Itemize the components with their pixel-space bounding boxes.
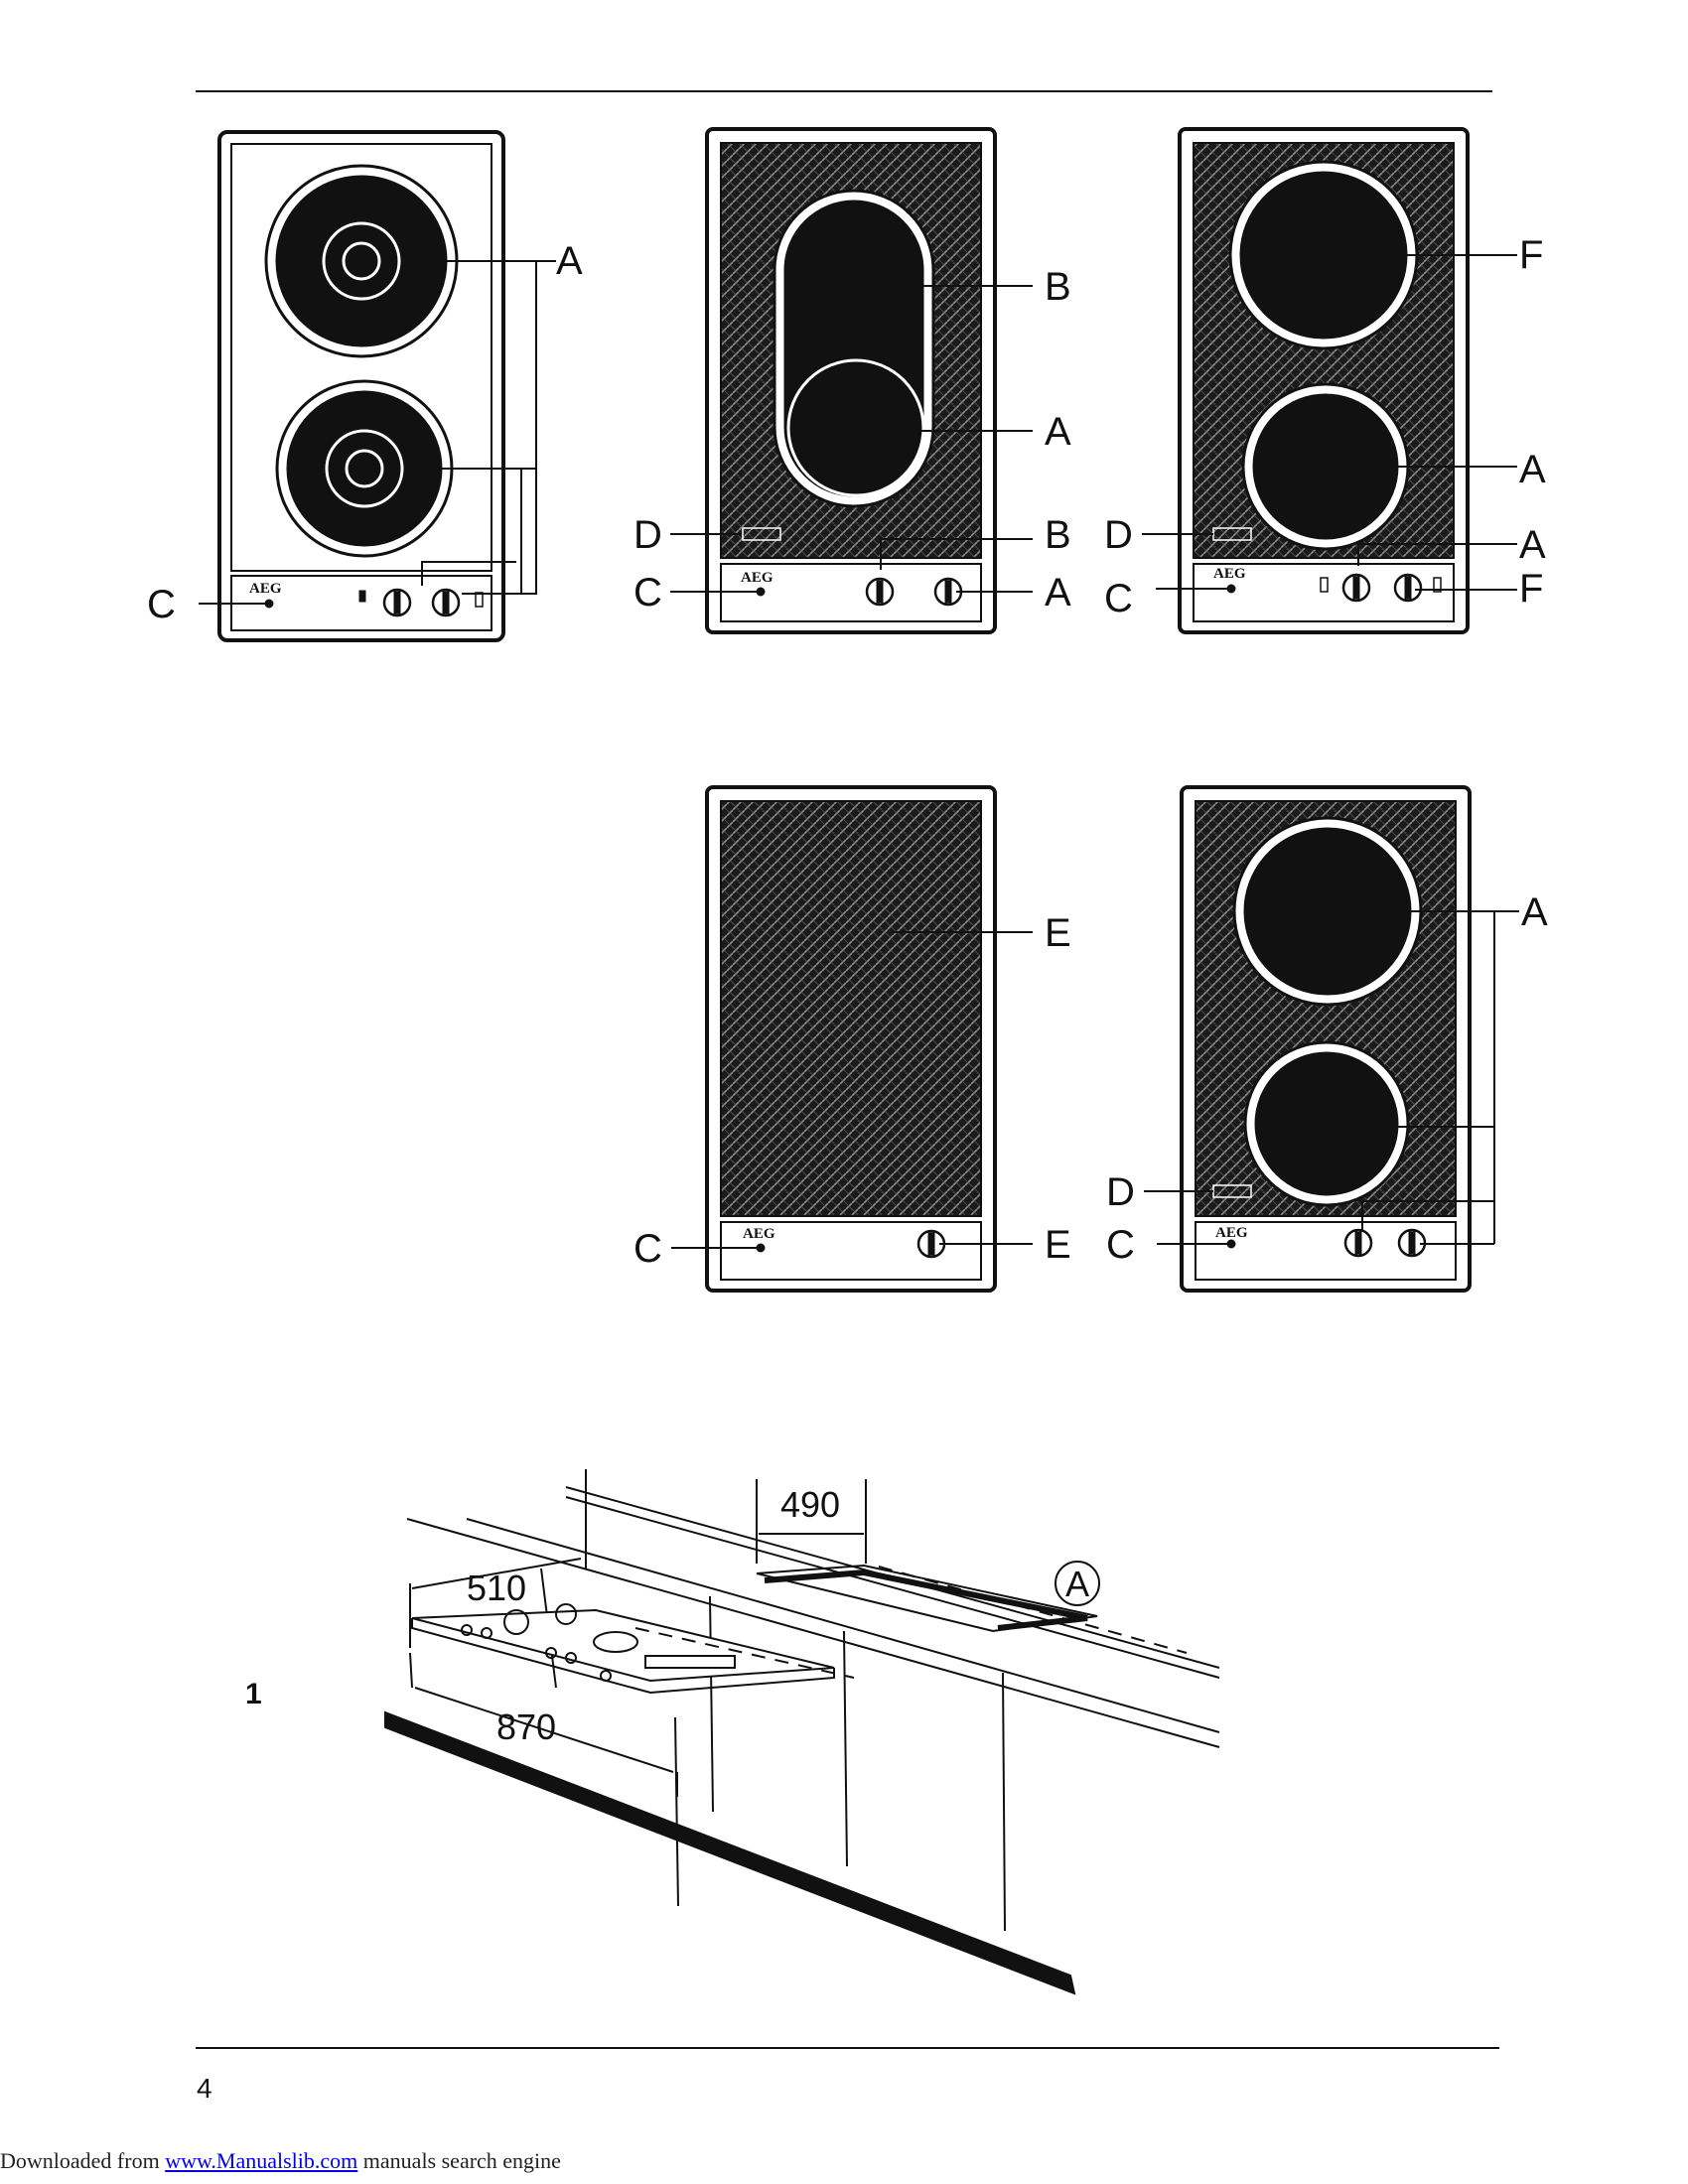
label-D: D [1104, 513, 1133, 557]
manualslib-link[interactable]: www.Manualslib.com [165, 2148, 358, 2173]
label-A: A [1045, 571, 1071, 614]
dimension-510: 510 [467, 1568, 526, 1608]
label-C: C [633, 1227, 662, 1271]
dimension-490: 490 [780, 1484, 840, 1525]
label-B: B [1045, 265, 1071, 309]
label-E: E [1045, 911, 1071, 955]
label-D: D [633, 513, 662, 557]
hob-extended-zone [670, 127, 1033, 634]
label-E: E [1045, 1223, 1071, 1267]
label-A: A [556, 239, 583, 283]
footer: Downloaded from www.Manualslib.com manua… [0, 2148, 561, 2174]
hob-solid-plates [199, 130, 556, 642]
label-F: F [1519, 567, 1543, 611]
label-A: A [1521, 890, 1548, 934]
hob-plain-surface [671, 785, 1033, 1293]
hob-ceramic-two-zones [1142, 127, 1517, 634]
page-number: 4 [197, 2073, 212, 2104]
dimension-870: 870 [496, 1706, 556, 1747]
label-C: C [1104, 577, 1133, 620]
installation-diagram [384, 1469, 1220, 1995]
label-A: A [1519, 523, 1546, 567]
label-C: C [147, 583, 176, 626]
brand-logo: AEG [249, 581, 282, 597]
label-B: B [1045, 513, 1071, 557]
label-A: A [1519, 448, 1546, 491]
label-D: D [1106, 1170, 1135, 1214]
label-F: F [1519, 233, 1543, 277]
footer-suffix: manuals search engine [357, 2148, 561, 2173]
label-C: C [633, 571, 662, 614]
circled-marker-A: A [1065, 1564, 1089, 1604]
brand-logo: AEG [743, 1226, 775, 1242]
brand-logo: AEG [1213, 566, 1246, 582]
label-A: A [1045, 410, 1071, 454]
footer-prefix: Downloaded from [0, 2148, 166, 2173]
brand-logo: AEG [1215, 1225, 1248, 1241]
figure-number: 1 [245, 1678, 262, 1710]
label-C: C [1106, 1223, 1135, 1267]
brand-logo: AEG [741, 570, 774, 586]
hob-ceramic-equal-zones [1144, 785, 1519, 1293]
